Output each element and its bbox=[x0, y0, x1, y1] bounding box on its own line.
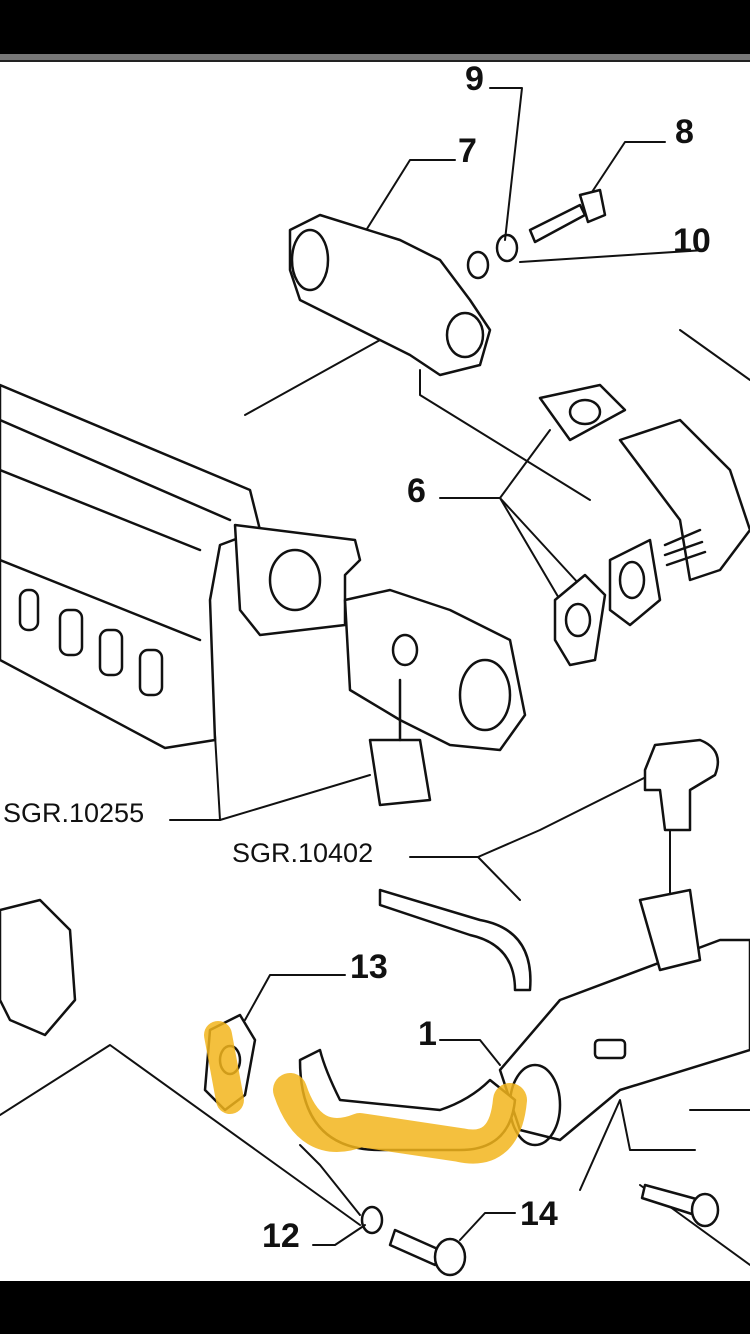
throttle-body bbox=[343, 588, 527, 807]
label-part-13: 13 bbox=[350, 948, 388, 986]
egr-pipe-highlighted bbox=[273, 1048, 527, 1164]
ref-sgr-10402: SGR.10402 bbox=[232, 838, 373, 868]
label-part-7: 7 bbox=[458, 132, 477, 170]
label-part-6: 6 bbox=[407, 472, 426, 510]
label-part-9: 9 bbox=[465, 62, 484, 98]
label-part-10: 10 bbox=[673, 222, 711, 260]
label-part-8: 8 bbox=[675, 113, 694, 151]
top-black-bar bbox=[0, 0, 750, 54]
egr-cooler bbox=[498, 888, 750, 1147]
intake-manifold bbox=[0, 383, 362, 750]
flange-left bbox=[0, 898, 77, 1037]
parts-diagram-image[interactable]: 9 7 8 10 6 SGR.10255 SGR.10402 13 1 12 1… bbox=[0, 60, 750, 1281]
washer-9 bbox=[495, 233, 519, 263]
label-part-14: 14 bbox=[520, 1195, 558, 1233]
top-divider bbox=[0, 54, 750, 62]
bolt-right bbox=[640, 1183, 720, 1228]
gasket-6-lower bbox=[553, 573, 607, 667]
bolt-14 bbox=[388, 1228, 467, 1277]
parts-diagram: 9 7 8 10 6 SGR.10255 SGR.10402 13 1 12 1… bbox=[0, 60, 750, 1277]
highlight-stroke-gasket bbox=[204, 1021, 244, 1114]
label-part-12: 12 bbox=[262, 1217, 300, 1255]
gasket-6-upper bbox=[538, 383, 627, 442]
elbow-fitting bbox=[643, 738, 720, 832]
gasket-13 bbox=[203, 1013, 257, 1114]
leader-lines bbox=[0, 87, 750, 1266]
ref-sgr-10255: SGR.10255 bbox=[3, 798, 144, 828]
egr-pipe-upper bbox=[608, 418, 750, 627]
hose bbox=[378, 888, 532, 992]
egr-valve bbox=[288, 213, 492, 377]
label-part-1: 1 bbox=[418, 1015, 437, 1053]
washer-12 bbox=[360, 1205, 384, 1235]
bottom-black-bar bbox=[0, 1281, 750, 1334]
highlight-stroke-pipe bbox=[273, 1073, 527, 1164]
washer-10 bbox=[466, 250, 490, 280]
bolt-8 bbox=[528, 188, 607, 244]
